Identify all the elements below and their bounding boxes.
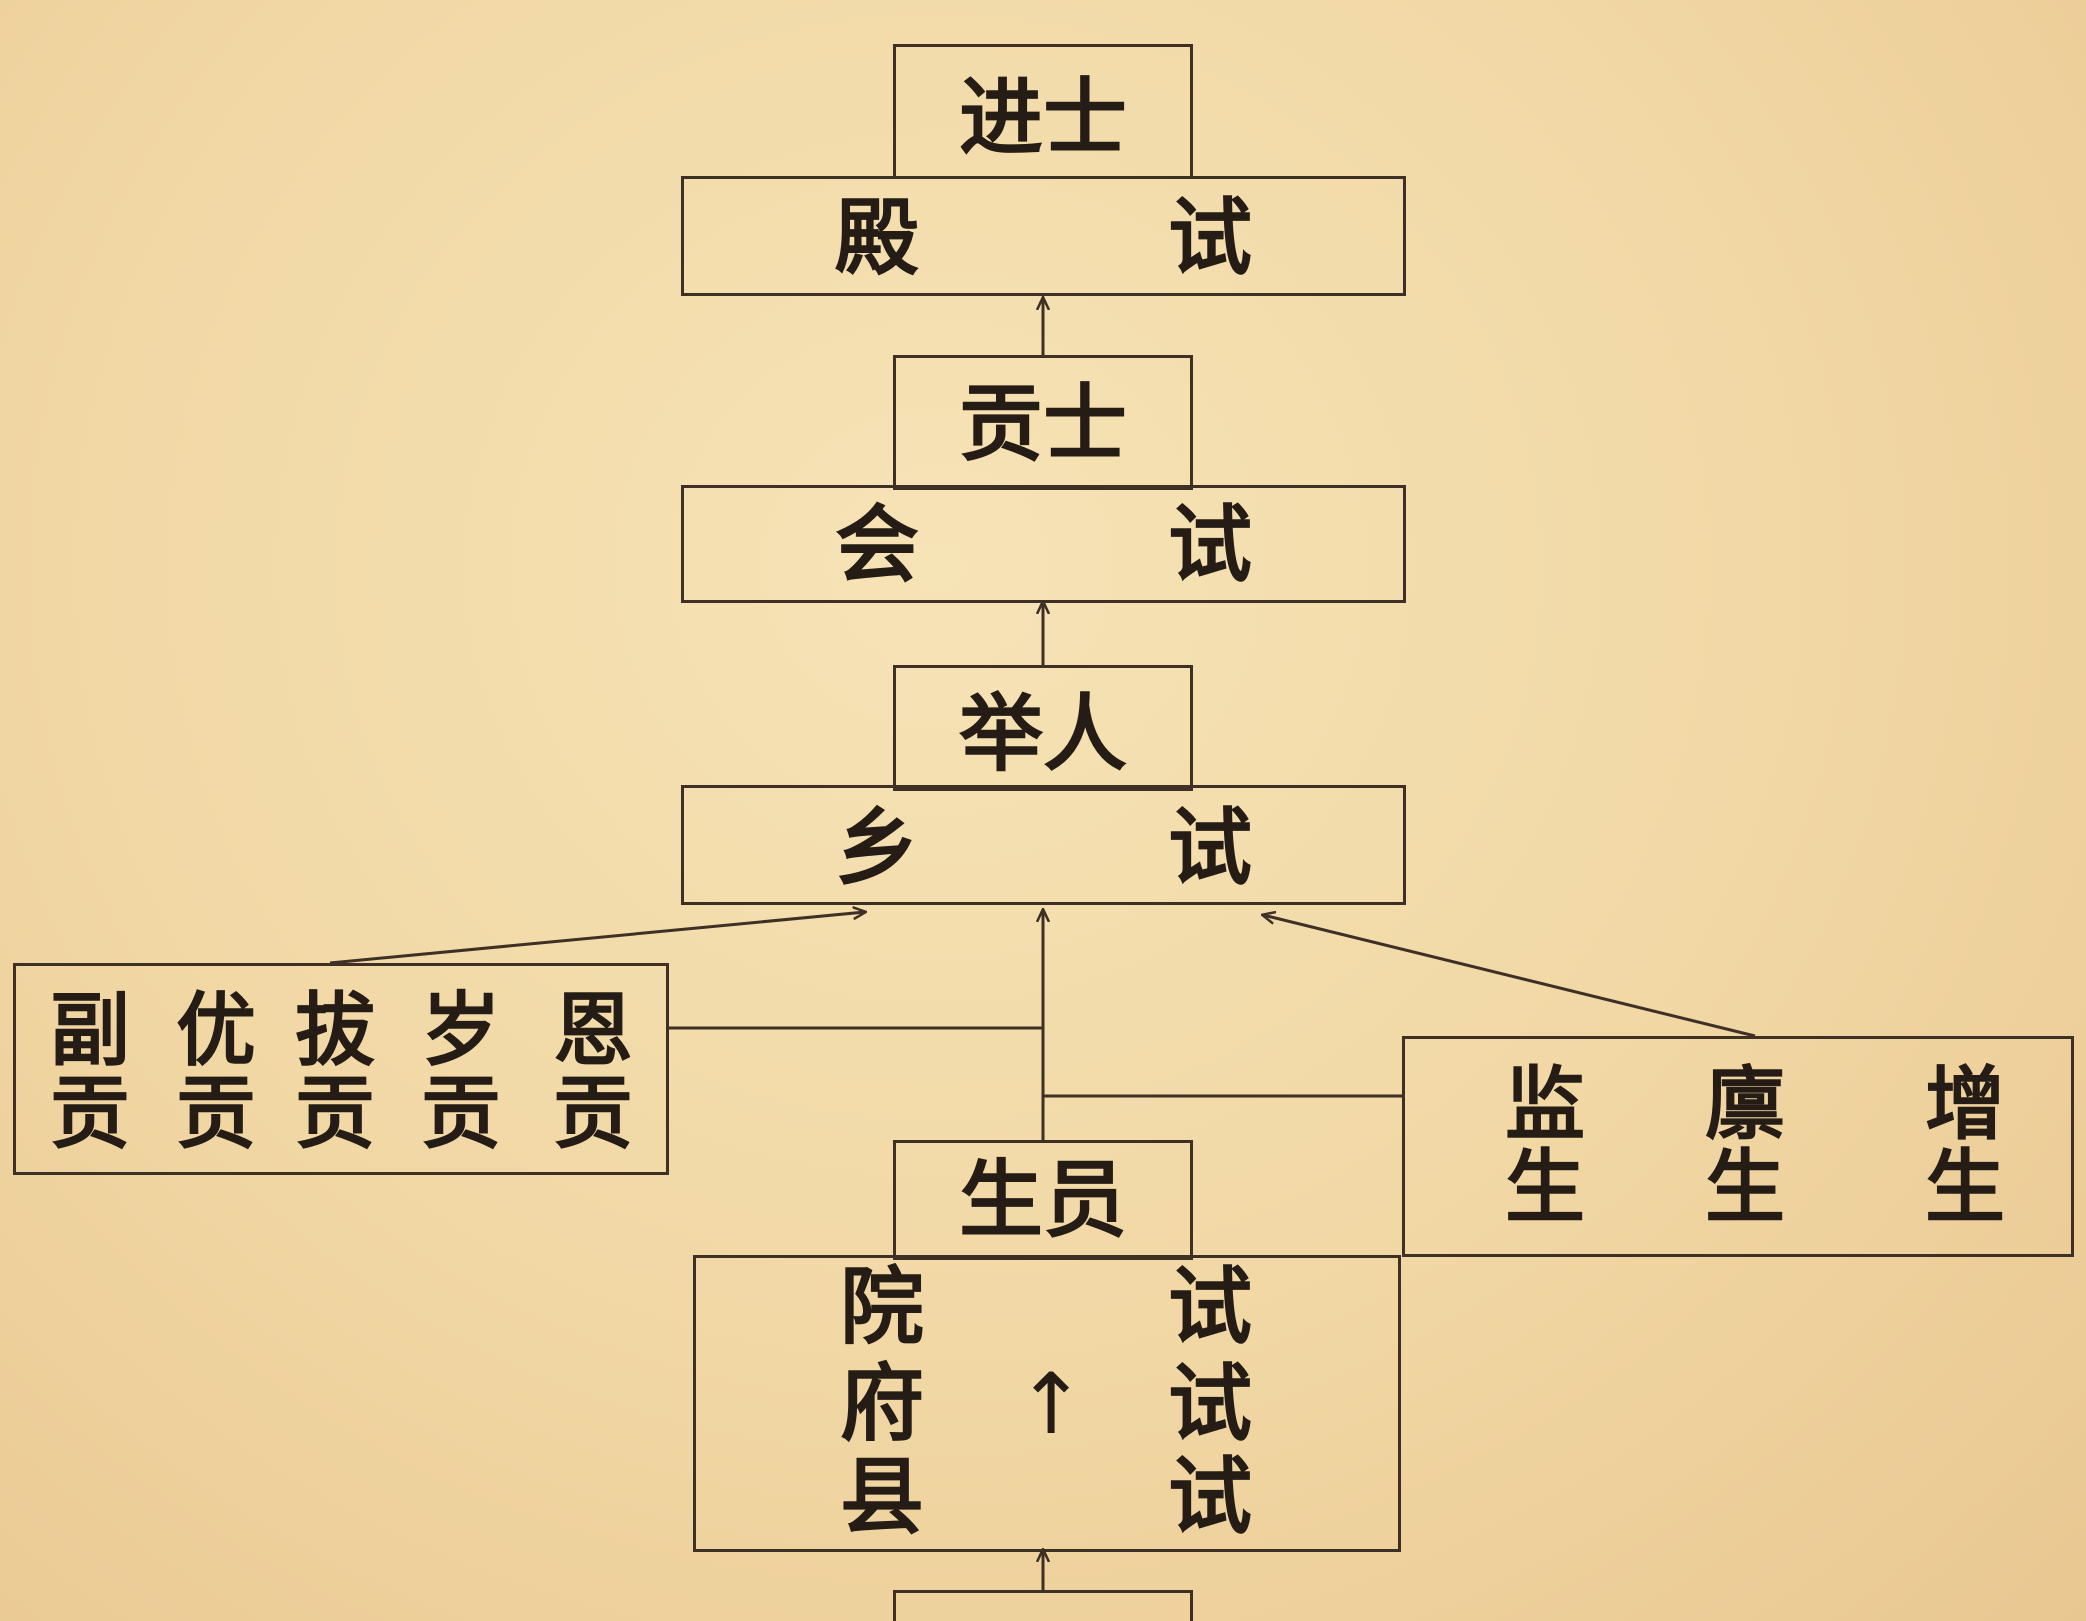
sheng-type-1-bottom: 生 — [1505, 1141, 1585, 1234]
sheng-types-box — [1402, 1036, 2074, 1257]
exam-huishi-box — [681, 485, 1406, 603]
exam-fushi-char-1: 府 — [840, 1355, 925, 1453]
gong-type-2-top: 优 — [176, 984, 256, 1077]
exam-local-arrow: ↑ — [1016, 1355, 1087, 1453]
exam-dianshi-char-1: 殿 — [835, 189, 920, 287]
lower-box-cropped — [893, 1590, 1193, 1621]
gong-type-5-top: 恩 — [553, 984, 633, 1077]
degree-gongshi-box — [893, 355, 1193, 490]
degree-juren-label: 举人 — [959, 685, 1128, 783]
degree-shengyuan-label: 生员 — [959, 1151, 1128, 1249]
exam-huishi-char-1: 会 — [835, 496, 920, 594]
exam-xiangshi-box — [681, 785, 1406, 905]
arrow-sheng-to-xiangshi — [1263, 915, 1756, 1038]
gong-types-box — [13, 963, 669, 1175]
degree-jinshi-label: 进士 — [959, 69, 1128, 167]
sheng-type-2-bottom: 生 — [1705, 1141, 1785, 1234]
degree-juren-box — [893, 665, 1193, 791]
sheng-type-3-top: 增 — [1925, 1058, 2005, 1151]
degree-gongshi-label: 贡士 — [959, 375, 1128, 473]
sheng-type-2-top: 廪 — [1705, 1058, 1785, 1151]
gong-type-4-bottom: 贡 — [421, 1067, 501, 1160]
exam-huishi-char-2: 试 — [1168, 496, 1253, 594]
exam-xiangshi-char-2: 试 — [1168, 799, 1253, 897]
exam-xianshi-char-2: 试 — [1168, 1448, 1253, 1546]
exam-fushi-char-2: 试 — [1168, 1355, 1253, 1453]
gong-type-5-bottom: 贡 — [553, 1067, 633, 1160]
exam-xianshi-char-1: 县 — [840, 1448, 925, 1546]
exam-dianshi-box — [681, 176, 1406, 296]
gong-type-3-top: 拔 — [295, 984, 375, 1077]
exam-xiangshi-char-1: 乡 — [835, 799, 920, 897]
degree-shengyuan-box — [893, 1140, 1193, 1260]
gong-type-4-top: 岁 — [421, 984, 501, 1077]
exam-dianshi-char-2: 试 — [1168, 189, 1253, 287]
sheng-type-1-top: 监 — [1505, 1058, 1585, 1151]
gong-type-3-bottom: 贡 — [295, 1067, 375, 1160]
exam-local-box — [693, 1255, 1401, 1552]
arrow-gong-to-xiangshi — [329, 912, 865, 965]
gong-type-1-bottom: 贡 — [50, 1067, 130, 1160]
sheng-type-3-bottom: 生 — [1925, 1141, 2005, 1234]
exam-yuanshi-char-1: 院 — [840, 1258, 925, 1356]
gong-type-1-top: 副 — [50, 984, 130, 1077]
exam-yuanshi-char-2: 试 — [1168, 1258, 1253, 1356]
gong-type-2-bottom: 贡 — [176, 1067, 256, 1160]
